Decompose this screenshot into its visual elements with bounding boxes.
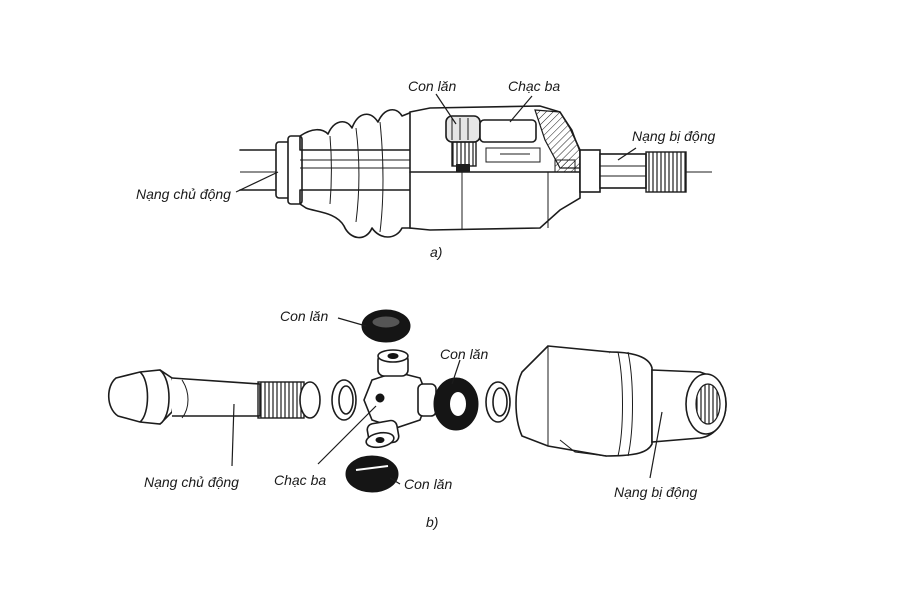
leader-tripod-b bbox=[317, 405, 377, 465]
snap-ring-right-b bbox=[485, 381, 511, 423]
leader-driven-b bbox=[649, 411, 663, 479]
driven-shaft-a bbox=[579, 149, 712, 193]
boot-a bbox=[299, 109, 413, 239]
leader-tripod-a bbox=[509, 95, 533, 123]
roller-bottom-b bbox=[345, 455, 399, 493]
label-tripod-a: Chạc ba bbox=[508, 78, 561, 94]
figure-b-exploded bbox=[107, 309, 727, 493]
driven-yoke-b bbox=[515, 345, 727, 457]
driving-yoke-b bbox=[107, 369, 321, 425]
label-tripod-b: Chạc ba bbox=[274, 472, 327, 488]
label-roller-bottom-b: Con lăn bbox=[404, 476, 453, 492]
snap-ring-left-b bbox=[331, 379, 357, 421]
label-roller-top-b: Con lăn bbox=[280, 308, 329, 324]
label-driven-yoke-b: Nạng bị động bbox=[614, 484, 698, 500]
label-driving-yoke-b: Nạng chủ động bbox=[144, 474, 239, 490]
label-driving-yoke-a: Nạng chủ động bbox=[136, 186, 231, 202]
leader-roller-a bbox=[435, 93, 457, 125]
leader-roller-bottom-b bbox=[389, 477, 401, 485]
roller-right-b bbox=[433, 377, 479, 431]
figure-a-assembly bbox=[235, 93, 712, 239]
driving-shaft-a bbox=[239, 135, 303, 205]
caption-a: a) bbox=[430, 244, 443, 260]
caption-b: b) bbox=[426, 514, 439, 530]
leader-roller-right-b bbox=[451, 359, 461, 385]
tripod-b bbox=[363, 349, 437, 449]
leader-driving-a bbox=[235, 171, 279, 193]
label-roller-right-b: Con lăn bbox=[440, 346, 489, 362]
roller-top-b bbox=[361, 309, 411, 343]
leader-roller-top-b bbox=[337, 317, 367, 327]
tripod-a bbox=[479, 119, 541, 163]
label-driven-yoke-a: Nạng bị động bbox=[632, 128, 716, 144]
label-roller-a: Con lăn bbox=[408, 78, 457, 94]
leader-driven-a bbox=[617, 147, 637, 161]
leader-driving-b bbox=[231, 403, 235, 467]
